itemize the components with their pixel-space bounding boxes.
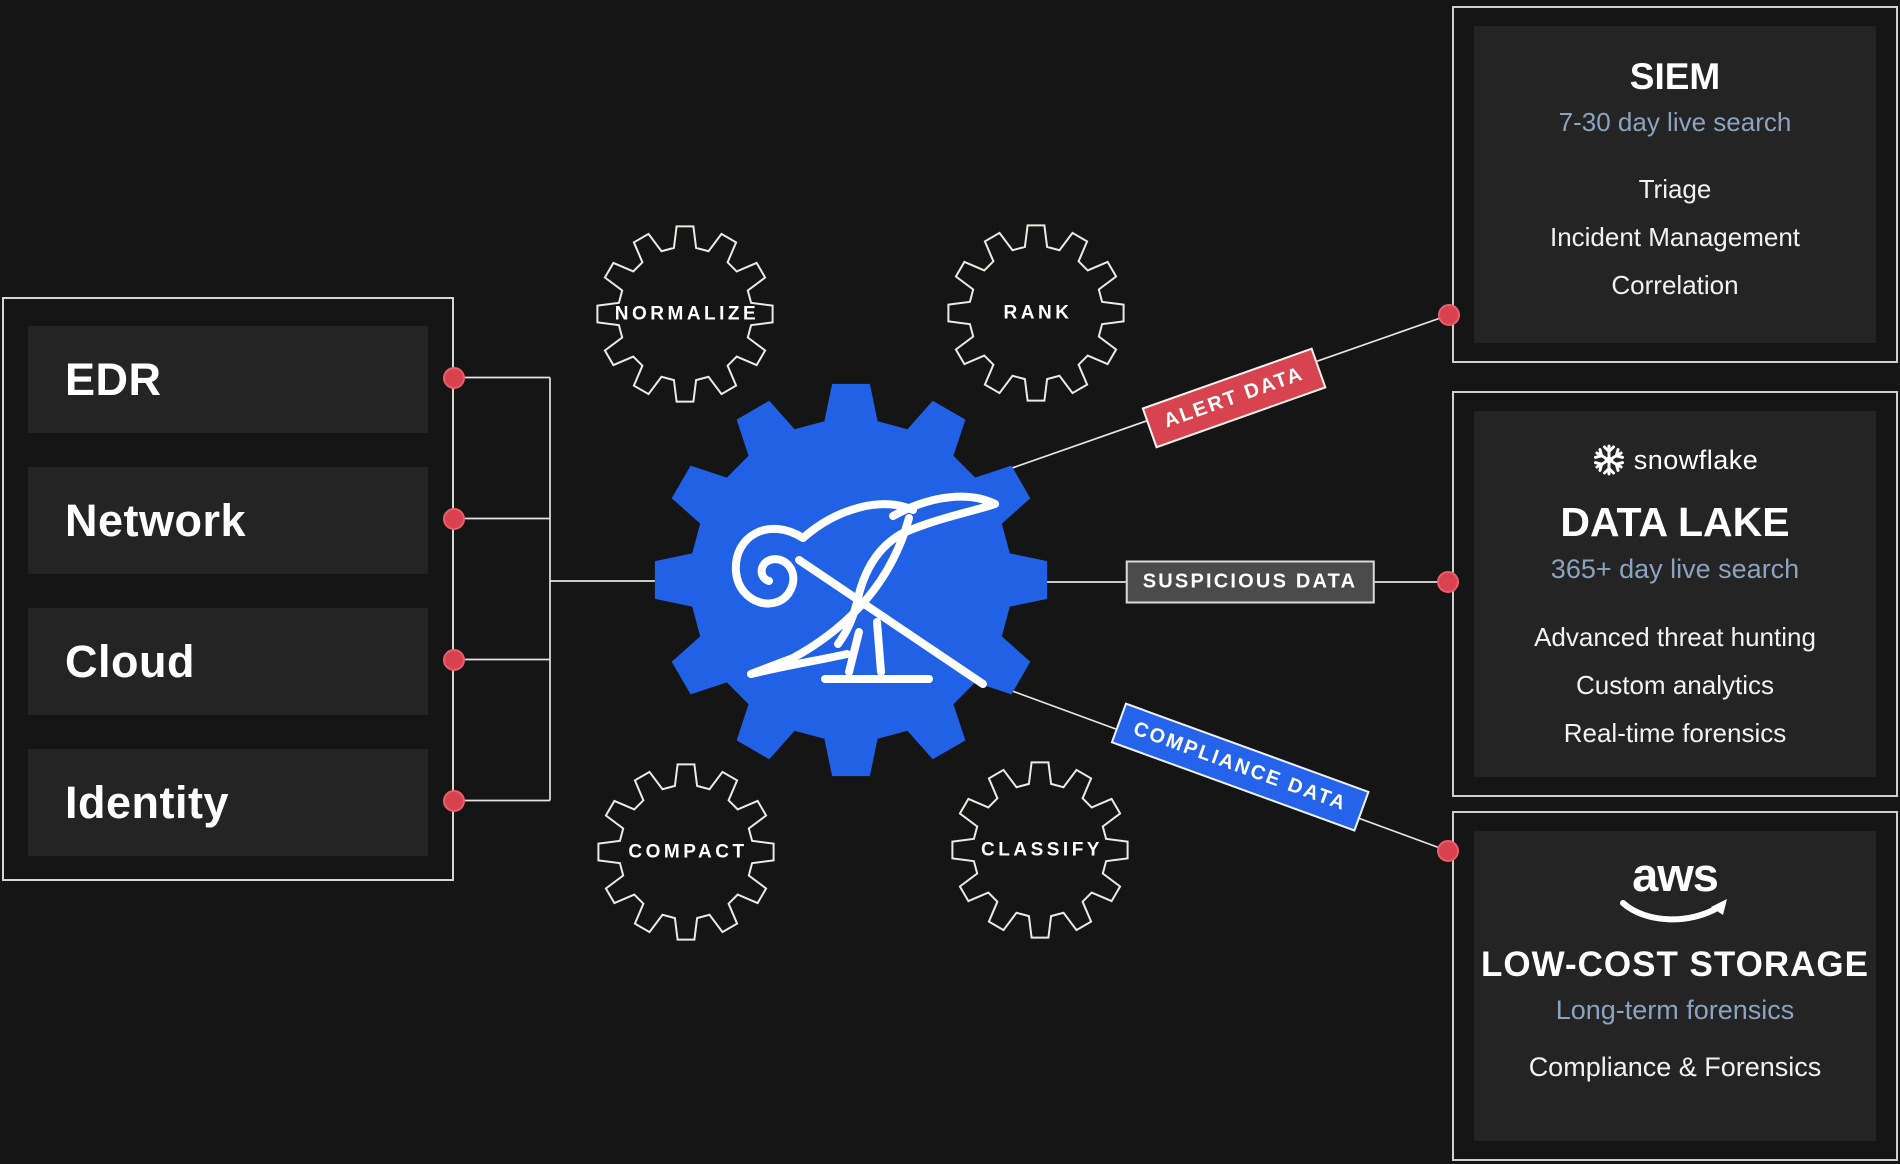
storage-capabilities: Compliance & Forensics — [1529, 1052, 1822, 1083]
red-dot-siem — [1438, 304, 1460, 326]
red-dot-network — [443, 507, 465, 530]
siem-capabilities: Triage Incident Management Correlation — [1550, 165, 1800, 309]
storage-card: aws LOW-COST STORAGE Long-term forensics… — [1474, 831, 1876, 1141]
destination-siem: SIEM 7-30 day live search Triage Inciden… — [1452, 6, 1898, 363]
snowflake-icon — [1592, 444, 1625, 476]
capability: Triage — [1638, 174, 1712, 204]
red-dot-edr — [443, 366, 465, 389]
flow-label-suspicious-data: SUSPICIOUS DATA — [1125, 560, 1375, 604]
core-gear-body — [654, 383, 1048, 777]
capability: Custom analytics — [1576, 670, 1774, 700]
stage-gear-rank: RANK — [941, 218, 1131, 413]
stage-label: CLASSIFY — [981, 840, 1103, 861]
aws-smile-icon — [1620, 899, 1727, 923]
capability: Compliance & Forensics — [1528, 1052, 1822, 1082]
stage-label: RANK — [1004, 303, 1073, 324]
source-label: EDR — [65, 353, 162, 405]
storage-subtitle: Long-term forensics — [1555, 995, 1795, 1025]
gear-outline — [947, 224, 1125, 402]
source-identity: Identity — [28, 749, 428, 856]
red-dot-datalake — [1437, 571, 1459, 593]
gear-outline — [951, 761, 1129, 939]
source-label: Cloud — [65, 635, 195, 687]
bird-logo-icon — [731, 492, 999, 688]
siem-title: SIEM — [1629, 56, 1721, 97]
stage-gear-normalize: NORMALIZE — [590, 219, 780, 414]
data-lake-title: DATA LAKE — [1560, 499, 1790, 545]
stage-gear-compact: COMPACT — [591, 757, 781, 952]
data-lake-subtitle: 365+ day live search — [1550, 554, 1800, 584]
red-dot-identity — [443, 789, 465, 812]
source-label: Network — [65, 494, 247, 546]
gear-icon: CLASSIFY — [951, 761, 1129, 939]
source-edr: EDR — [28, 326, 428, 433]
bird-gear-icon — [654, 383, 1048, 777]
storage-title: LOW-COST STORAGE — [1481, 945, 1869, 984]
red-dot-cloud — [443, 648, 465, 671]
stage-label: NORMALIZE — [615, 304, 759, 325]
aws-logo: aws — [1615, 848, 1735, 931]
gear-icon: NORMALIZE — [596, 225, 774, 403]
stage-gear-classify: CLASSIFY — [945, 755, 1135, 950]
snowflake-logo: snowflake — [1592, 443, 1759, 477]
core-processor-gear — [641, 370, 1061, 795]
red-dot-storage — [1437, 840, 1459, 862]
gear-outline — [596, 225, 774, 403]
source-label: Identity — [65, 776, 230, 828]
aws-wordmark: aws — [1632, 848, 1719, 901]
destination-data-lake: snowflake DATA LAKE 365+ day live search… — [1452, 391, 1898, 797]
snowflake-wordmark: snowflake — [1633, 444, 1759, 475]
capability: Real-time forensics — [1563, 718, 1787, 748]
source-network: Network — [28, 467, 428, 574]
gear-outline — [597, 763, 775, 941]
data-lake-capabilities: Advanced threat hunting Custom analytics… — [1534, 613, 1816, 757]
gear-icon: RANK — [947, 224, 1125, 402]
capability: Incident Management — [1549, 222, 1801, 252]
siem-subtitle: 7-30 day live search — [1558, 107, 1792, 137]
source-cloud: Cloud — [28, 608, 428, 715]
sources-panel: EDR Network Cloud Identity — [2, 297, 454, 881]
siem-card: SIEM 7-30 day live search Triage Inciden… — [1474, 26, 1876, 343]
data-lake-card: snowflake DATA LAKE 365+ day live search… — [1474, 411, 1876, 777]
destination-low-cost-storage: aws LOW-COST STORAGE Long-term forensics… — [1452, 811, 1898, 1161]
capability: Correlation — [1611, 270, 1739, 300]
gear-icon: COMPACT — [597, 763, 775, 941]
capability: Advanced threat hunting — [1534, 622, 1816, 652]
stage-label: COMPACT — [628, 842, 747, 863]
